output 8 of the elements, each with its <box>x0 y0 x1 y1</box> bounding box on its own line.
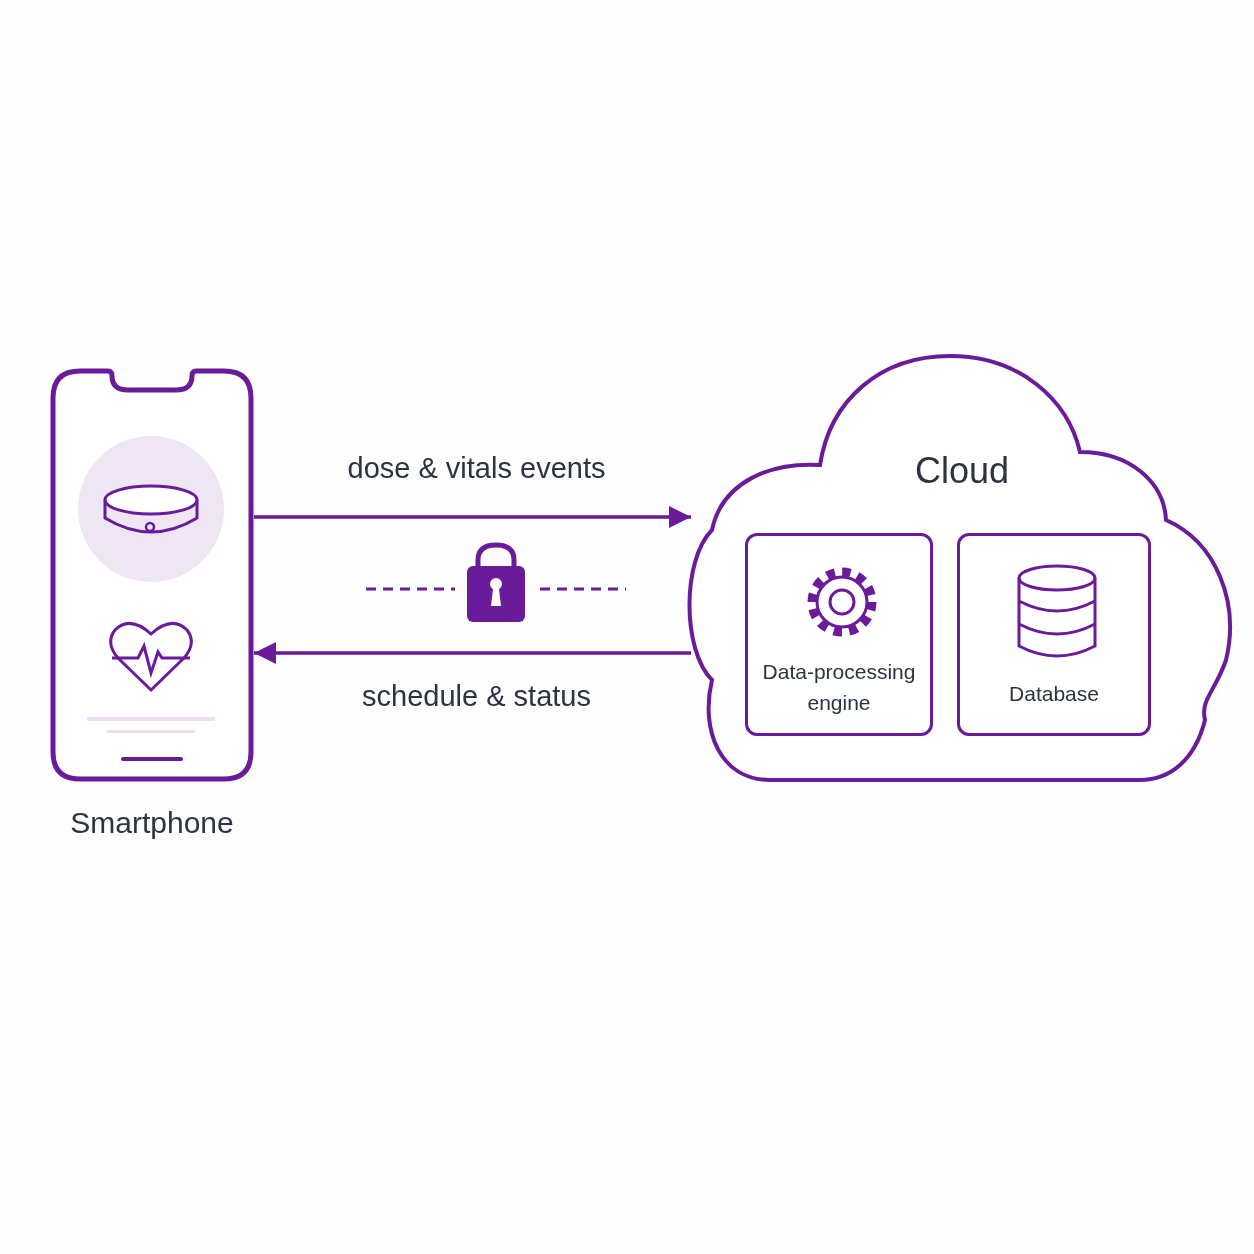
component-box <box>957 533 1151 736</box>
component-box <box>745 533 933 736</box>
component-label: Data-processing engine <box>761 659 917 716</box>
component-label: Database <box>1008 681 1100 707</box>
arrow <box>254 506 691 528</box>
cloud-title: Cloud <box>913 450 1011 492</box>
arrow <box>254 642 691 664</box>
device-label: Smartphone <box>69 806 235 840</box>
